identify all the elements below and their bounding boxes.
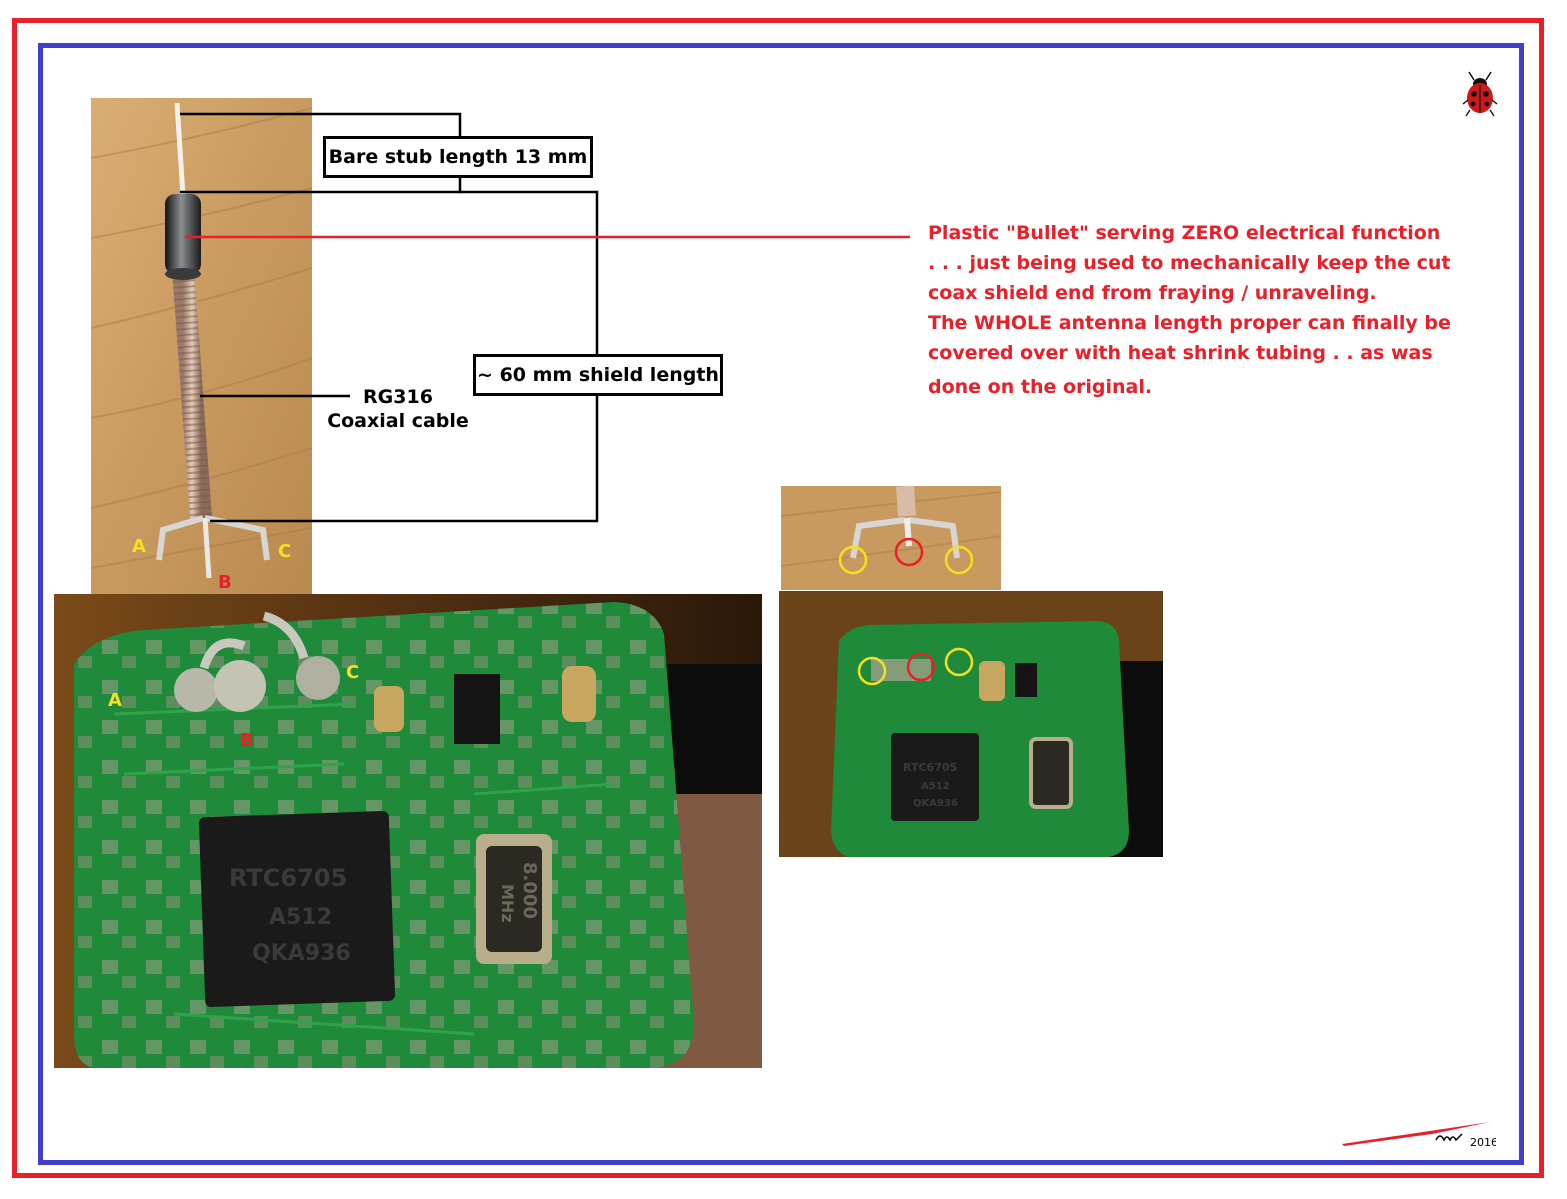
pin-label-b: B <box>218 572 232 593</box>
note-line: coax shield end from fraying / unravelin… <box>928 282 1377 304</box>
small-chip-text-2: A512 <box>921 781 950 792</box>
chip-text-3: QKA936 <box>252 941 351 966</box>
note-line: The WHOLE antenna length proper can fina… <box>928 312 1451 334</box>
ladybug-icon <box>1462 71 1498 117</box>
shield-length-callout: ~ 60 mm shield length <box>473 354 723 396</box>
pcb-closeup-photo: RTC6705 A512 QKA936 8.000 MHz <box>54 594 762 1068</box>
pcb-overview-photo: RTC6705 A512 QKA936 <box>779 591 1163 857</box>
pin-label-c: C <box>278 541 292 562</box>
crystal-text-2: MHz <box>498 884 517 923</box>
inner-blue-border <box>38 43 1524 1165</box>
small-chip-text-1: RTC6705 <box>903 761 957 774</box>
note-line: done on the original. <box>928 376 1153 398</box>
note-line: Plastic "Bullet" serving ZERO electrical… <box>928 222 1441 244</box>
small-chip-text-3: QKA936 <box>913 798 958 809</box>
cable-type: RG316 <box>363 386 433 408</box>
cable-end-photo <box>781 486 1001 590</box>
pcb-pin-label-a: A <box>108 690 122 711</box>
pin-label-a: A <box>132 536 146 557</box>
note-line: . . . just being used to mechanically ke… <box>928 252 1451 274</box>
chip-text-1: RTC6705 <box>229 864 347 892</box>
outer-red-border <box>12 18 1544 1178</box>
signature-logo: 2016 <box>1342 1122 1496 1148</box>
bullet-note: Plastic "Bullet" serving ZERO electrical… <box>928 218 1451 402</box>
stub-length-callout: Bare stub length 13 mm <box>323 136 593 178</box>
note-line: covered over with heat shrink tubing . .… <box>928 342 1433 364</box>
chip-text-2: A512 <box>269 905 332 930</box>
crystal-text-1: 8.000 <box>519 862 540 919</box>
signature-year: 2016 <box>1470 1136 1496 1148</box>
cable-description: Coaxial cable <box>327 410 469 432</box>
pcb-pin-label-c: C <box>346 662 360 683</box>
pcb-pin-label-b: B <box>240 730 254 751</box>
coax-cable-photo <box>91 98 312 594</box>
cable-label: RG316 Coaxial cable <box>318 385 478 433</box>
